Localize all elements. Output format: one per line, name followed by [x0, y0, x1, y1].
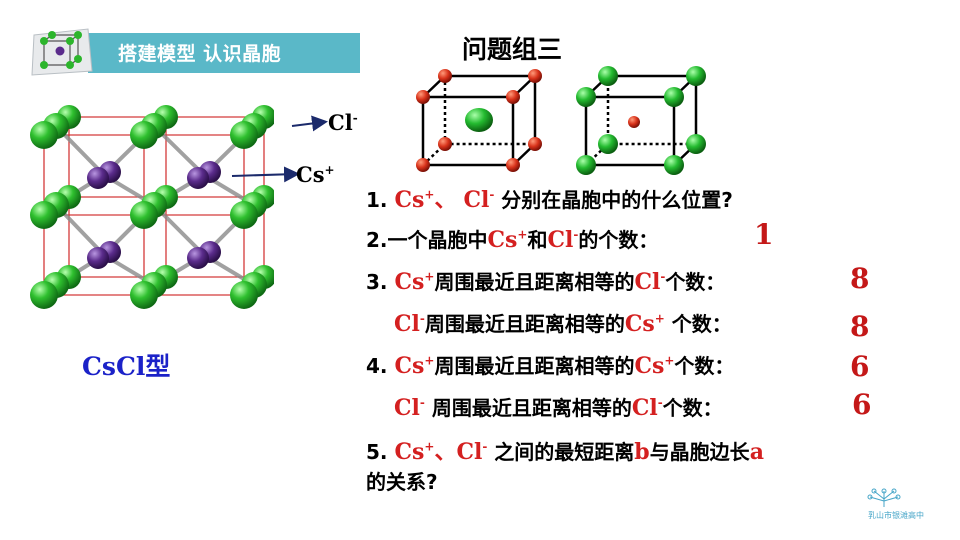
- question-5: 5. Cs+、Cl- 之间的最短距离b与晶胞边长a: [366, 439, 764, 465]
- label-arrows: [231, 115, 328, 183]
- question-3b: Cl-周围最近且距离相等的Cs+ 个数：: [394, 311, 732, 337]
- answer-2: 1: [754, 218, 774, 251]
- question-group-title: 问题组三: [462, 35, 563, 64]
- banner-title: 搭建模型 认识晶胞: [118, 43, 282, 65]
- unit-cell-cl-center: [416, 69, 542, 172]
- cs-ions: [87, 161, 221, 269]
- structure-type-label: CsCl型: [82, 352, 171, 381]
- answer-4b: 6: [852, 388, 872, 421]
- cscl-crystal-model: [30, 105, 274, 309]
- cl-label: Cl-: [328, 110, 358, 135]
- question-4b: Cl- 周围最近且距离相等的Cl-个数：: [394, 395, 723, 421]
- question-3a: 3. Cs+周围最近且距离相等的Cl-个数：: [366, 269, 726, 295]
- question-4a: 4. Cs+周围最近且距离相等的Cs+个数：: [366, 353, 735, 379]
- answer-3b: 8: [850, 310, 870, 343]
- question-2: 2.一个晶胞中Cs+和Cl-的个数：: [366, 227, 659, 253]
- crystal-cell-icon: [31, 28, 93, 76]
- question-1: 1. Cs+、 Cl- 分别在晶胞中的什么位置?: [366, 187, 733, 213]
- cl-arrow: [291, 115, 328, 132]
- cl-ions: [30, 105, 274, 309]
- answer-3a: 8: [850, 262, 870, 295]
- school-name: 乳山市银滩高中: [868, 511, 924, 520]
- school-logo-icon: [867, 488, 901, 507]
- question-5-line2: 的关系?: [366, 470, 438, 494]
- cs-arrow: [231, 166, 300, 183]
- banner-background: [88, 33, 360, 73]
- unit-cell-cs-center: [576, 66, 706, 175]
- section-banner: 搭建模型 认识晶胞: [30, 27, 360, 77]
- cs-label: Cs+: [296, 162, 335, 187]
- answer-4a: 6: [850, 350, 870, 383]
